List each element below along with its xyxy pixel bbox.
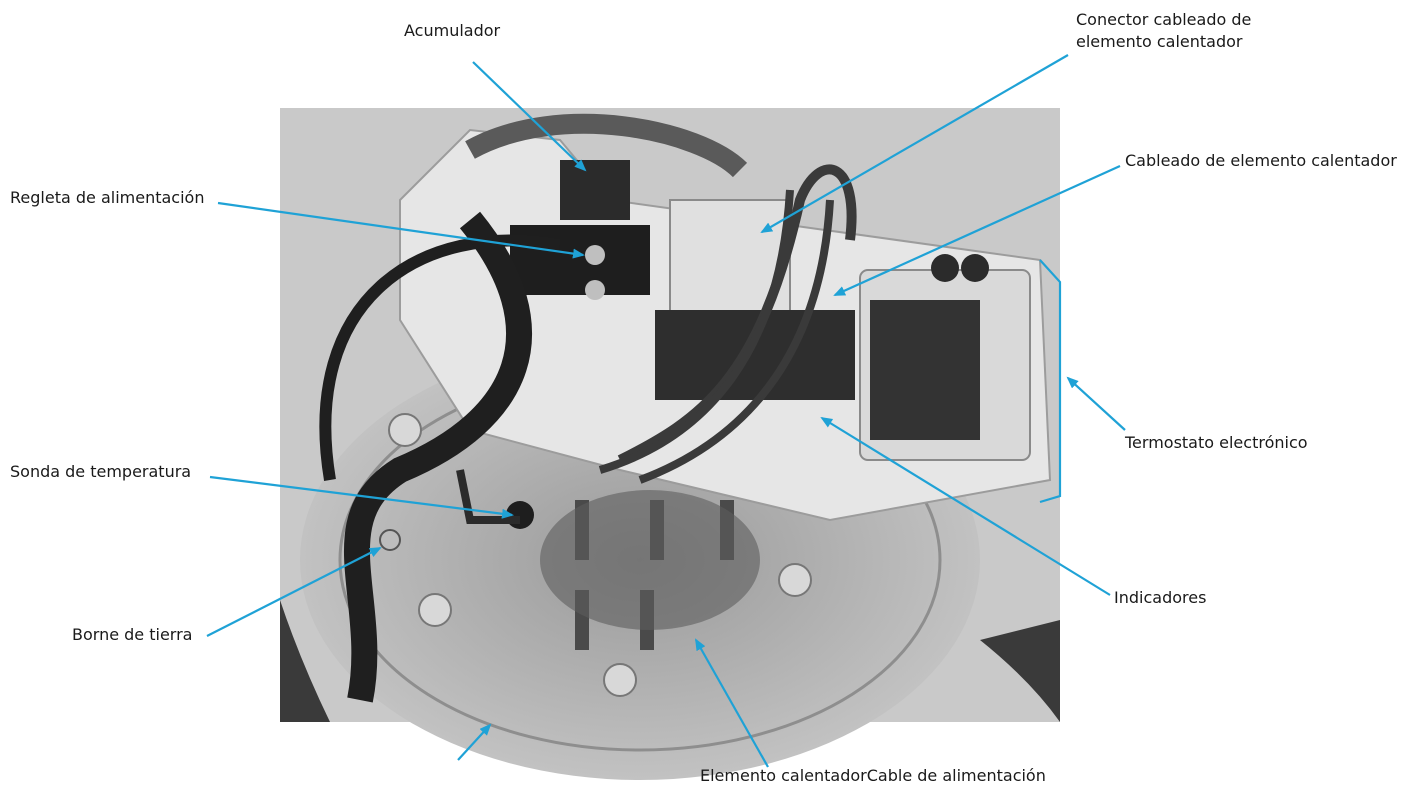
label-sonda: Sonda de temperatura [10, 462, 192, 481]
callout-elemento [695, 638, 769, 768]
callout-cableado [833, 164, 1121, 297]
label-cableado-elemento: Cableado de elemento calentador [1125, 151, 1397, 170]
thermostat-bracket [1039, 259, 1062, 504]
callout-cable-alimentacion [457, 723, 492, 761]
callout-regleta [217, 201, 585, 259]
label-bottom: Elemento calentadorCable de alimentación [700, 766, 1046, 785]
callout-conector [760, 54, 1069, 234]
heater-photo [280, 108, 1060, 780]
callout-borne [206, 547, 382, 637]
callout-acumulador [472, 61, 587, 172]
callout-lines [206, 54, 1126, 768]
label-indicadores: Indicadores [1114, 588, 1207, 607]
label-acumulador: Acumulador [404, 21, 501, 40]
label-borne: Borne de tierra [72, 625, 193, 644]
callout-sonda [209, 475, 514, 519]
callout-indicadores [820, 416, 1111, 596]
callout-termostato [1066, 376, 1126, 431]
label-regleta: Regleta de alimentación [10, 188, 205, 207]
label-conector-cableado: Conector cableado de elemento calentador [1076, 10, 1252, 51]
label-termostato: Termostato electrónico [1125, 433, 1308, 452]
